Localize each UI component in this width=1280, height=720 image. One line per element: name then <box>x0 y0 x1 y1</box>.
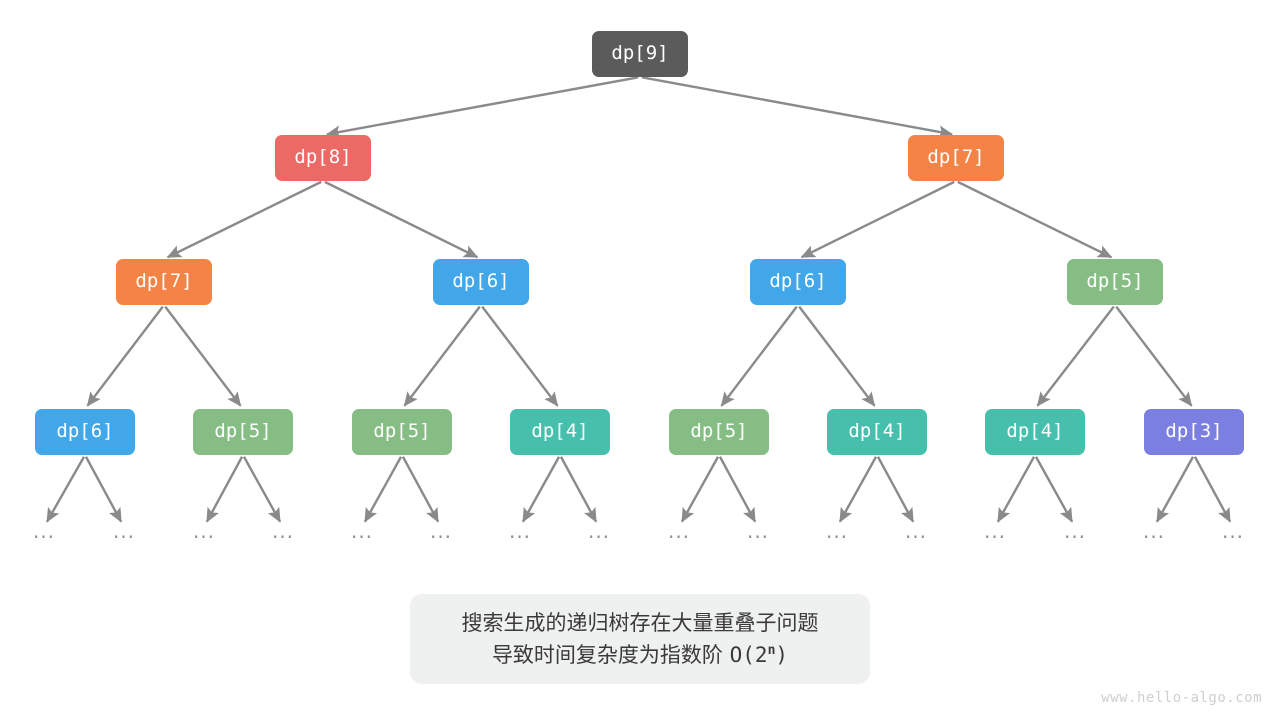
tree-node-label: dp[6] <box>56 420 114 442</box>
tree-edge <box>800 180 955 259</box>
tree-node-label: dp[3] <box>1165 420 1223 442</box>
tree-node-label: dp[4] <box>848 420 906 442</box>
caption-line-2-text: 导致时间复杂度为指数阶 <box>491 642 723 667</box>
tree-node-label: dp[5] <box>373 420 431 442</box>
tree-node-label: dp[5] <box>690 420 748 442</box>
ellipsis-mark: ··· <box>1221 525 1245 549</box>
watermark: www.hello-algo.com <box>1101 690 1262 706</box>
caption-line-1: 搜索生成的递归树存在大量重叠子问题 <box>461 611 819 636</box>
ellipsis-mark: ··· <box>825 525 849 549</box>
tree-edge-leaf <box>838 456 878 523</box>
tree-edge-leaf <box>45 456 86 523</box>
tree-edge-leaf <box>996 456 1036 523</box>
ellipsis-mark: ··· <box>904 525 928 549</box>
tree-edges <box>45 76 1232 523</box>
tree-edge <box>1115 305 1193 407</box>
tree-node: dp[7] <box>116 259 212 305</box>
tree-edge-leaf <box>559 456 598 523</box>
ellipsis-mark: ··· <box>350 525 374 549</box>
tree-node-label: dp[5] <box>214 420 272 442</box>
tree-edge <box>403 305 481 407</box>
tree-node: dp[4] <box>985 409 1085 455</box>
tree-edge-leaf <box>521 456 561 523</box>
tree-node-label: dp[4] <box>531 420 589 442</box>
tree-node: dp[9] <box>592 31 688 77</box>
tree-node: dp[6] <box>750 259 846 305</box>
tree-node: dp[5] <box>193 409 293 455</box>
tree-edge <box>957 180 1113 259</box>
tree-edge <box>324 180 479 259</box>
tree-node-label: dp[6] <box>452 270 510 292</box>
tree-node: dp[5] <box>352 409 452 455</box>
ellipsis-mark: ··· <box>112 525 136 549</box>
tree-edge-leaf <box>1034 456 1074 523</box>
tree-node: dp[7] <box>908 135 1004 181</box>
tree-edge-leaf <box>401 456 440 523</box>
tree-node: dp[3] <box>1144 409 1244 455</box>
tree-node: dp[5] <box>1067 259 1163 305</box>
tree-edge-leaf <box>718 456 757 523</box>
tree-edge-leaf <box>1155 456 1195 523</box>
caption-box: 搜索生成的递归树存在大量重叠子问题 导致时间复杂度为指数阶 O(2n) <box>410 594 870 684</box>
tree-edge-leaf <box>242 456 282 523</box>
tree-node: dp[4] <box>827 409 927 455</box>
tree-edge-leaf <box>205 456 244 523</box>
ellipsis-mark: ··· <box>271 525 295 549</box>
tree-node-label: dp[8] <box>294 146 352 168</box>
tree-edge <box>164 305 242 407</box>
tree-edge <box>166 180 322 259</box>
ellipsis-mark: ··· <box>1063 525 1087 549</box>
tree-node-label: dp[6] <box>769 270 827 292</box>
complexity-close: ) <box>775 642 789 667</box>
complexity-open: O(2 <box>729 642 768 667</box>
tree-edge-leaf <box>1193 456 1232 523</box>
tree-edge <box>798 305 876 407</box>
ellipsis-mark: ··· <box>983 525 1007 549</box>
tree-edge-leaf <box>84 456 123 523</box>
complexity-exponent: n <box>767 642 776 658</box>
ellipsis-mark: ··· <box>1142 525 1166 549</box>
tree-node: dp[8] <box>275 135 371 181</box>
complexity-notation: O(2n) <box>730 643 788 667</box>
caption-line-2: 导致时间复杂度为指数阶 O(2n) <box>492 642 788 668</box>
tree-node-label: dp[9] <box>611 42 669 64</box>
ellipsis-mark: ··· <box>429 525 453 549</box>
tree-node-label: dp[7] <box>927 146 985 168</box>
tree-node: dp[5] <box>669 409 769 455</box>
tree-edge <box>481 305 559 407</box>
tree-edge <box>720 305 798 407</box>
tree-node-label: dp[7] <box>135 270 193 292</box>
ellipsis-mark: ··· <box>746 525 770 549</box>
tree-node: dp[4] <box>510 409 610 455</box>
tree-node-label: dp[5] <box>1086 270 1144 292</box>
tree-edge <box>325 76 639 139</box>
ellipsis-mark: ··· <box>192 525 216 549</box>
ellipsis-mark: ··· <box>508 525 532 549</box>
tree-edge <box>1036 305 1115 407</box>
tree-node-label: dp[4] <box>1006 420 1064 442</box>
tree-edge-leaf <box>363 456 403 523</box>
ellipsis-mark: ··· <box>587 525 611 549</box>
ellipsis-mark: ··· <box>32 525 56 549</box>
tree-node: dp[6] <box>433 259 529 305</box>
ellipsis-mark: ··· <box>667 525 691 549</box>
tree-edge-leaf <box>876 456 915 523</box>
tree-edge <box>641 76 954 139</box>
tree-edge-leaf <box>680 456 720 523</box>
tree-edge <box>86 305 164 407</box>
tree-node: dp[6] <box>35 409 135 455</box>
